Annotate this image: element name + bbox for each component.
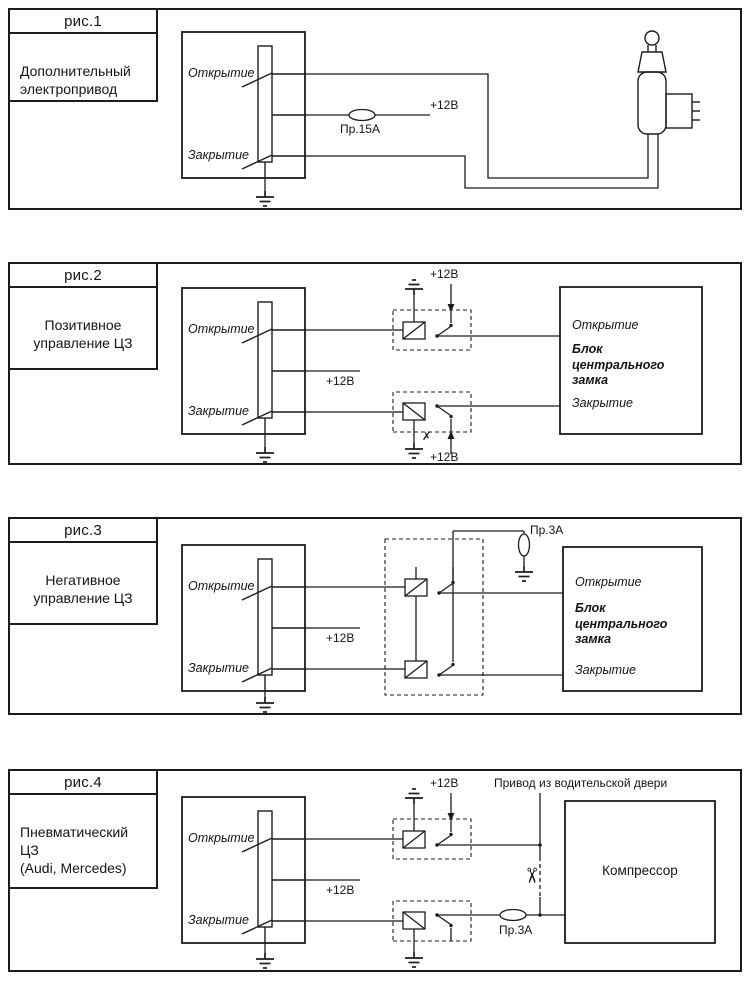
v12-label: +12В xyxy=(430,267,459,281)
ground-icon xyxy=(404,951,424,968)
figure-3-circuit xyxy=(181,530,703,713)
v12-label: +12В xyxy=(326,631,355,645)
relay-icon xyxy=(394,648,474,679)
figure-1-panel: рис.1 Дополнительный электропривод Откры… xyxy=(8,8,742,210)
fuse-label: Пр.3А xyxy=(499,923,533,937)
switch-close-label: Закрытие xyxy=(188,913,249,927)
figure-2-panel: рис.2 Позитивное управление ЦЗ Открытие … xyxy=(8,262,742,465)
v12-label: +12В xyxy=(430,776,459,790)
wiring xyxy=(264,284,703,454)
figure-title-line: (Audi, Mercedes) xyxy=(20,860,127,876)
wiring xyxy=(264,793,716,953)
driver-door-note: Привод из водительской двери xyxy=(494,776,668,790)
ground-icon xyxy=(514,565,534,582)
block-name: Блок центрального замка xyxy=(575,601,668,646)
block-name: Блок центрального замка xyxy=(572,342,665,387)
v12-label: +12В xyxy=(430,450,459,464)
switch-open-label: Открытие xyxy=(188,831,255,845)
relay-icon xyxy=(393,310,471,350)
central-lock-block xyxy=(562,546,703,692)
switch-close-label: Закрытие xyxy=(188,661,249,675)
ground-icon xyxy=(255,446,275,463)
compressor-label: Компрессор xyxy=(602,863,678,878)
relay-module-outline xyxy=(384,538,484,696)
figure-title-line: Позитивное xyxy=(44,317,122,333)
switch-open-label: Открытие xyxy=(188,579,255,593)
switch-open-label: Открытие xyxy=(188,66,255,80)
figure-title: Позитивное управление ЦЗ xyxy=(10,288,156,352)
block-open-label: Открытие xyxy=(572,318,639,332)
block-close-label: Закрытие xyxy=(575,663,636,677)
figure-title-line: Пневматический xyxy=(20,824,129,840)
wiring xyxy=(264,73,659,191)
ground-icon xyxy=(404,279,424,296)
figure-title-line: Дополнительный xyxy=(20,63,131,79)
fuse-icon xyxy=(499,908,527,922)
junction-dot xyxy=(538,913,542,917)
figure-title-line: управление ЦЗ xyxy=(33,335,133,351)
v12-label: +12В xyxy=(430,98,459,112)
central-lock-block xyxy=(559,286,703,435)
ground-icon xyxy=(404,442,424,459)
relay-icon xyxy=(394,566,474,597)
figure-title: Дополнительный электропривод xyxy=(10,34,156,98)
arrow-down-icon xyxy=(447,304,455,312)
ground-icon xyxy=(255,696,275,713)
figure-title-line: Негативное xyxy=(45,572,121,588)
wiring xyxy=(264,530,703,697)
junction-dot xyxy=(538,843,542,847)
v12-label: +12В xyxy=(326,374,355,388)
figure-title: Пневматический ЦЗ (Audi, Mercedes) xyxy=(10,795,156,877)
fuse-label: Пр.3А xyxy=(530,523,564,537)
figure-label: рис.2 xyxy=(10,264,156,288)
door-lock-actuator-icon xyxy=(637,30,700,135)
switch-open-label: Открытие xyxy=(188,322,255,336)
arrow-down-icon xyxy=(447,813,455,821)
relay-icon xyxy=(393,901,471,941)
cut-mark-icon: ✗ xyxy=(422,431,432,443)
figure-4-panel: рис.4 Пневматический ЦЗ (Audi, Mercedes)… xyxy=(8,769,742,972)
relay-icon xyxy=(393,819,471,859)
relay-icon xyxy=(393,392,471,432)
figure-1-circuit xyxy=(181,30,700,207)
switch-close-label: Закрытие xyxy=(188,148,249,162)
figure-label: рис.4 xyxy=(10,771,156,795)
figure-title-line: ЦЗ xyxy=(20,842,39,858)
figure-4-circuit xyxy=(181,788,716,969)
ground-icon xyxy=(404,788,424,805)
figure-label: рис.1 xyxy=(10,10,156,34)
switch-close-label: Закрытие xyxy=(188,404,249,418)
block-close-label: Закрытие xyxy=(572,396,633,410)
v12-label: +12В xyxy=(326,883,355,897)
figure-title-line: управление ЦЗ xyxy=(33,590,133,606)
figure-title-line: электропривод xyxy=(20,81,118,97)
figure-4-titlebox: рис.4 Пневматический ЦЗ (Audi, Mercedes) xyxy=(10,771,158,889)
figure-label: рис.3 xyxy=(10,519,156,543)
fuse-icon xyxy=(517,533,531,557)
figure-1-titlebox: рис.1 Дополнительный электропривод xyxy=(10,10,158,102)
block-open-label: Открытие xyxy=(575,575,642,589)
figure-3-panel: рис.3 Негативное управление ЦЗ Открытие … xyxy=(8,517,742,715)
figure-title: Негативное управление ЦЗ xyxy=(10,543,156,607)
ground-icon xyxy=(255,190,275,207)
scissors-icon: ✂ xyxy=(519,866,543,885)
ground-icon xyxy=(255,952,275,969)
figure-2-titlebox: рис.2 Позитивное управление ЦЗ xyxy=(10,264,158,370)
fuse-label: Пр.15А xyxy=(340,122,380,136)
compressor-block xyxy=(564,800,716,944)
arrow-up-icon xyxy=(447,431,455,439)
fuse-icon xyxy=(348,108,376,122)
figure-3-titlebox: рис.3 Негативное управление ЦЗ xyxy=(10,519,158,625)
figure-2-circuit xyxy=(181,279,703,463)
